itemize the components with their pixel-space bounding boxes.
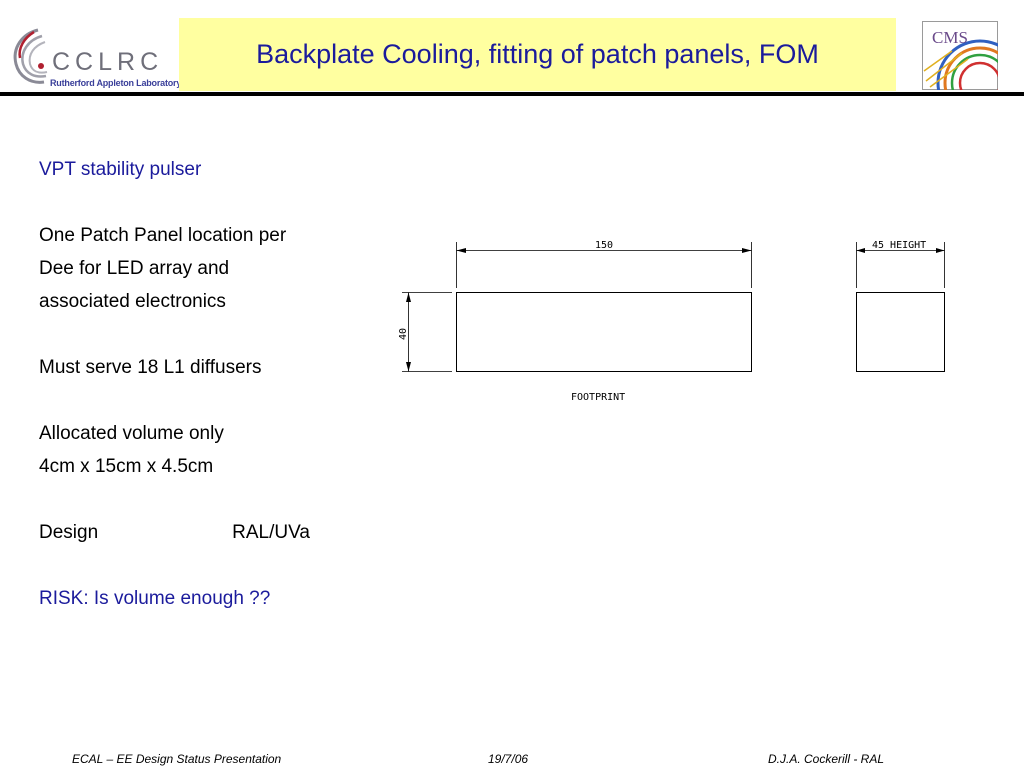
body-line: One Patch Panel location per [39, 225, 287, 246]
footer-presentation-title: ECAL – EE Design Status Presentation [72, 752, 282, 766]
footprint-caption: FOOTPRINT [571, 392, 625, 403]
design-value: RAL/UVa [232, 522, 310, 543]
spacer [39, 318, 379, 351]
cms-logo: CMS [922, 21, 1024, 127]
spacer [39, 549, 379, 582]
footer-author: D.J.A. Cockerill - RAL [768, 752, 885, 766]
cclrc-logo-name: CCLRC [52, 48, 164, 76]
width-label: 150 [595, 240, 613, 251]
height-arrow-left [856, 248, 865, 253]
body-line: Allocated volume only [39, 423, 224, 444]
slide-body: VPT stability pulser One Patch Panel loc… [39, 153, 379, 615]
cclrc-logo: CCLRC Rutherford Appleton Laboratory [8, 26, 181, 94]
height-label: 45 HEIGHT [872, 240, 926, 251]
footprint-rectangle [456, 292, 752, 372]
cms-logo-name: CMS [932, 28, 968, 47]
design-label: Design [39, 522, 99, 543]
body-line: associated electronics [39, 291, 226, 312]
height-view-rectangle [856, 292, 945, 372]
body-line: Must serve 18 L1 diffusers [39, 357, 262, 378]
design-line: Design RAL/UVa [39, 516, 379, 549]
body-line: 4cm x 15cm x 4.5cm [39, 456, 214, 477]
width-arrow-right [742, 248, 752, 253]
cclrc-logo-subtitle: Rutherford Appleton Laboratory [50, 78, 182, 88]
body-line: Dee for LED array and [39, 258, 230, 279]
depth-arrow-bottom [406, 362, 411, 372]
depth-arrow-top [406, 292, 411, 302]
footprint-drawing: 150 40 45 HEIGHT FOOTPRINT [398, 240, 945, 403]
header-divider [0, 92, 1024, 96]
cclrc-swirl-icon [13, 28, 48, 84]
depth-label: 40 [398, 328, 409, 340]
risk-line: RISK: Is volume enough ?? [39, 588, 271, 609]
cms-emblem-icon: CMS [922, 21, 1024, 127]
spacer [39, 483, 379, 516]
title-banner: Backplate Cooling, fitting of patch pane… [179, 18, 896, 91]
page-title: Backplate Cooling, fitting of patch pane… [256, 39, 819, 69]
footer-date: 19/7/06 [488, 752, 529, 766]
height-arrow-right [936, 248, 945, 253]
heading-vpt-pulser: VPT stability pulser [39, 159, 202, 180]
width-arrow-left [456, 248, 466, 253]
spacer [39, 186, 379, 219]
spacer [39, 384, 379, 417]
